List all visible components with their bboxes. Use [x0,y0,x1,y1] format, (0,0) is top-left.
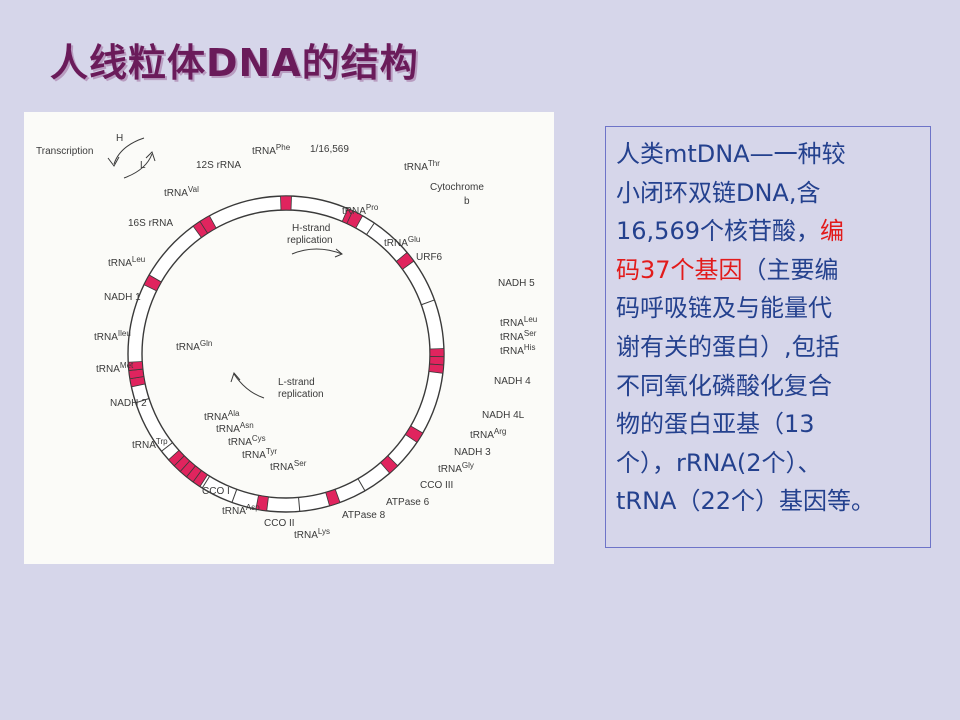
l-arrowhead [145,151,156,162]
origin-label: 1/16,569 [310,144,349,155]
trna-gene-block [379,455,399,474]
mtdna-circular-map: Transcription H L 1/16,569 H-strand repl… [36,133,537,541]
label-trna-glu: tRNAGlu [384,235,420,249]
note-line-10: tRNA（22个）基因等。 [616,487,875,516]
trna-gene-block [429,356,445,366]
trna-gene-blocks [127,195,445,512]
label-trna-tyr: tRNATyr [242,447,277,461]
gene-boundary-tick [135,398,150,404]
label-trna-leu-1: tRNALeu [108,255,145,269]
label-cco-iii: CCO III [420,480,453,491]
label-nadh2: NADH 2 [110,398,147,409]
trna-gene-block [325,488,341,507]
label-trna-lys: tRNALys [294,527,330,541]
trna-gene-block [168,449,185,467]
label-trna-gly: tRNAGly [438,461,474,475]
note-line-5: 码呼吸链及与能量代 [616,294,832,323]
l-strand-label: L [140,160,146,171]
mtdna-diagram-panel: Transcription H L 1/16,569 H-strand repl… [24,112,554,564]
gene-boundaries [129,196,444,512]
label-trna-met: tRNAMet [96,361,134,375]
trna-gene-block [255,494,269,512]
label-trna-ser-2: tRNASer [270,459,307,473]
label-trna-ileu: tRNAIleu [94,329,131,343]
note-line-4: 码37个基因（主要编 [616,255,839,284]
h-strand-label: H [116,133,123,144]
l-arrow [123,153,153,179]
label-16s-rrna: 16S rRNA [128,218,173,229]
label-urf6: URF6 [416,252,443,263]
note-line-6: 谢有关的蛋白）,包括 [616,332,840,361]
note-box: 人类mtDNA—一种较 小闭环双链DNA,含 16,569个核苷酸，编 码37个… [605,126,931,548]
label-trna-ser-1: tRNASer [500,329,537,343]
note-line-8: 物的蛋白亚基（13 [616,410,815,439]
note-line-1: 人类mtDNA—一种较 [616,140,846,168]
highlight-text: 编 [819,217,844,246]
trna-gene-block [199,215,217,234]
label-12s-rrna: 12S rRNA [196,160,241,171]
label-atpase8: ATPase 8 [342,510,386,521]
gene-boundary-tick [357,478,366,492]
slide-title: 人线粒体DNA的结构 [50,41,419,85]
label-cco-ii: CCO II [264,518,295,529]
label-nadh5: NADH 5 [498,278,535,289]
h-replication-arrow [291,248,343,255]
trna-gene-block [429,348,445,358]
trna-gene-block [346,210,364,229]
label-trna-val: tRNAVal [164,185,199,199]
gene-boundary-tick [421,299,435,306]
label-trna-arg: tRNAArg [470,427,506,441]
highlight-text: 码37个基因 [616,255,743,284]
inner-ring-edge [141,209,431,499]
l-replication-arrowhead [230,372,241,383]
note-paragraph: 人类mtDNA—一种较 小闭环双链DNA,含 16,569个核苷酸，编 码37个… [616,135,924,521]
h-replication-label-1: H-strand [292,223,330,234]
label-nadh1: NADH 1 [104,292,141,303]
label-trna-gln: tRNAGln [176,339,212,353]
label-trna-asn: tRNAAsn [216,421,254,435]
h-replication-arrowhead [334,248,343,258]
label-cytochrome: Cytochrome [430,182,484,193]
trna-gene-block [395,251,415,270]
label-nadh4: NADH 4 [494,376,531,387]
transcription-label: Transcription [36,146,93,157]
label-trna-his: tRNAHis [500,343,535,357]
label-cytochrome-b: b [464,196,470,207]
label-trna-leu-2: tRNALeu [500,315,537,329]
label-nadh4l: NADH 4L [482,410,525,421]
trna-gene-block [404,425,424,443]
trna-gene-block [127,361,144,371]
gene-boundary-tick [201,475,211,489]
note-line-2: 小闭环双链DNA,含 [616,178,821,207]
h-arrow [113,137,145,165]
label-trna-cys: tRNACys [228,434,266,448]
trna-gene-block [428,363,445,374]
l-replication-label-2: replication [278,389,324,400]
l-replication-arrow [233,373,265,399]
note-line-9: 个），rRNA(2个）、 [616,448,822,477]
trna-gene-block [143,274,162,292]
note-line-7: 不同氧化磷酸化复合 [616,371,832,400]
gene-boundary-tick [366,222,375,235]
l-replication-label-1: L-strand [278,377,315,388]
h-arrowhead [107,156,120,167]
label-trna-phe: tRNAPhe [252,143,291,157]
label-nadh3: NADH 3 [454,447,491,458]
h-replication-label-2: replication [287,235,333,246]
label-atpase6: ATPase 6 [386,497,430,508]
label-trna-ala: tRNAAla [204,409,240,423]
label-cco-i: CCO I [202,486,230,497]
gene-boundary-tick [298,497,301,512]
note-line-3: 16,569个核苷酸，编 [616,217,844,246]
gene-boundary-tick [161,442,173,452]
label-trna-pro: tRNAPro [342,203,379,217]
label-trna-asp: tRNAAsp [222,503,260,517]
gene-boundary-tick [231,489,238,503]
label-trna-thr: tRNAThr [404,159,440,173]
label-trna-trp: tRNATrp [132,437,168,451]
trna-gene-block [280,195,292,211]
